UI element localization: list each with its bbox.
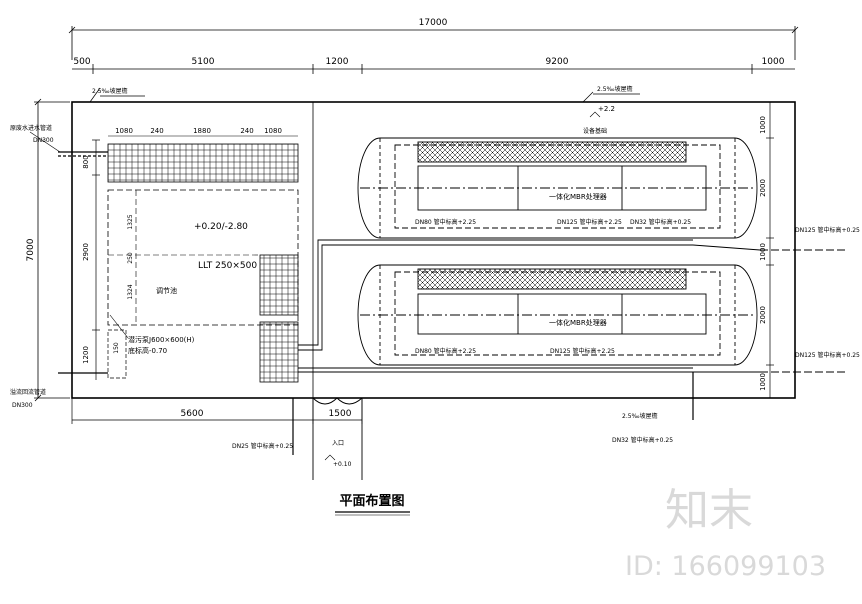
left-overall-dimension (34, 98, 70, 402)
left-dim-3: 1200 (82, 346, 90, 364)
bottom-dim-1: 5600 (181, 409, 204, 419)
top-elevation: +2.2 (598, 105, 615, 113)
tank-2-inlet: DN80 管中标高+2.25 (415, 347, 476, 355)
right-dim-1: 1000 (759, 116, 767, 134)
left-segment-dims (92, 139, 100, 380)
tank-1-inlet: DN80 管中标高+2.25 (415, 218, 476, 226)
overall-width-label: 17000 (419, 18, 448, 28)
bottom-pipe-left: DN25 管中标高+0.25 (232, 442, 293, 450)
right-dim-5: 1000 (759, 373, 767, 391)
drawing-title: 平面布置图 (339, 493, 404, 509)
left-dim-2: 2900 (82, 243, 90, 261)
tank-1-outlet: DN32 管中标高+0.25 (630, 218, 691, 226)
watermark-id: ID: 166099103 (625, 551, 826, 582)
watermark-logo: 知末 (665, 485, 753, 536)
inner-dim-1: 1080 (115, 127, 133, 135)
inner-left-dim-1: 1325 (127, 214, 134, 229)
right-dim-4: 2000 (759, 306, 767, 324)
connecting-pipes (298, 239, 761, 373)
llt-label: LLT 250×500 (198, 261, 257, 271)
right-dim-2: 2000 (759, 179, 767, 197)
inner-dim-4: 240 (240, 127, 253, 135)
pipe-in-label: 原废水进水管道 (10, 124, 52, 132)
right-outlet-pipes (760, 249, 845, 373)
equipment-area-label: 设备基础 (583, 127, 607, 135)
tank-2-mid: DN125 管中标高+2.25 (550, 347, 615, 355)
inlet-pipe (58, 151, 108, 157)
bottom-dim-2: 1500 (329, 409, 352, 419)
slope-top-left: 2.5‰坡屋檐 (92, 87, 128, 95)
top-dim-3: 1200 (326, 57, 349, 67)
pipe-in-size: DN300 (33, 137, 54, 144)
pipe-out-label: 溢流回流管道 (10, 388, 46, 396)
segment-dimension-line (72, 64, 795, 74)
top-dim-5: 1000 (762, 57, 785, 67)
slope-bottom: 2.5‰坡屋檐 (622, 412, 658, 420)
inner-dim-2: 240 (150, 127, 163, 135)
inner-left-dim-2: 250 (127, 252, 134, 264)
right-dims (766, 102, 774, 398)
overall-height-label: 7000 (26, 238, 36, 261)
entrance-canopy (312, 397, 363, 480)
entrance-elevation: +0.10 (333, 461, 352, 468)
pump-pit-label: 潜污泵J600×600(H) (128, 335, 195, 344)
inner-dim-3: 1880 (193, 127, 211, 135)
adjustment-tank-elevation: +0.20/-2.80 (194, 222, 248, 232)
right-pipe-1: DN125 管中标高+0.25 (795, 226, 860, 234)
pipe-out-size: DN300 (12, 402, 33, 409)
top-dim-4: 9200 (546, 57, 569, 67)
tank-1-label: 一体化MBR处理器 (549, 192, 607, 201)
left-dim-1: 800 (82, 155, 90, 168)
inner-dim-5: 1080 (264, 127, 282, 135)
mbr-tank-1 (357, 137, 758, 239)
adjustment-tank-label: 调节池 (156, 286, 177, 295)
top-dim-1: 500 (73, 57, 90, 67)
overall-dimension (68, 26, 799, 60)
slope-top-right: 2.5‰坡屋檐 (597, 85, 633, 93)
bottom-pipe-right: DN32 管中标高+0.25 (612, 436, 673, 444)
mbr-tank-2 (357, 264, 758, 366)
tank-2-label: 一体化MBR处理器 (549, 318, 607, 327)
pump-grille-1 (259, 254, 299, 316)
entrance-label: 入口 (332, 440, 344, 447)
inner-left-dim-3: 1324 (127, 284, 134, 299)
right-pipe-2: DN125 管中标高+0.25 (795, 351, 860, 359)
top-dim-2: 5100 (192, 57, 215, 67)
right-dim-3: 1000 (759, 243, 767, 261)
pump-grille-2 (259, 321, 299, 383)
tank-1-mid: DN125 管中标高+2.25 (557, 218, 622, 226)
grille-channel (107, 143, 299, 183)
pump-pit-elevation: 底标高-0.70 (128, 346, 167, 355)
inner-left-dim-4: 150 (113, 342, 120, 354)
